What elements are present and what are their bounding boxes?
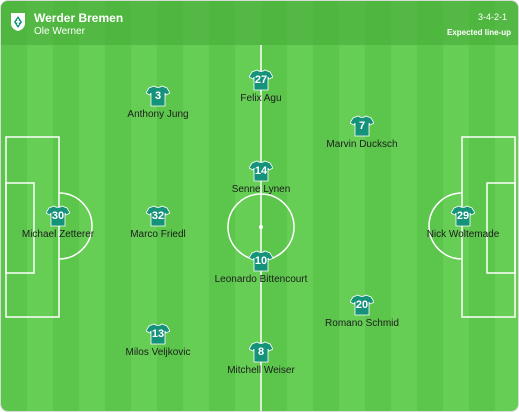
shirt-number: 14 [254,165,268,177]
coach-name[interactable]: Ole Werner [34,26,85,37]
jersey-icon: 29 [451,205,475,227]
player-name: Anthony Jung [127,109,189,120]
jersey-icon: 7 [350,115,374,137]
player-name: Romano Schmid [325,318,399,329]
formation-label: 3-4-2-1 [477,12,507,22]
team-name[interactable]: Werder Bremen [34,11,124,25]
shirt-number: 7 [358,120,366,132]
jersey-icon: 32 [146,205,170,227]
jersey-icon: 3 [146,85,170,107]
shirt-number: 27 [254,74,268,86]
shirt-number: 10 [254,255,268,267]
shirt-number: 30 [51,210,65,222]
shirt-number: 20 [355,299,369,311]
jersey-icon: 8 [249,341,273,363]
team-header: Werder Bremen Ole Werner 3-4-2-1 Expecte… [1,1,518,45]
werder-bremen-crest-icon [11,13,25,31]
player-name: Milos Veljkovic [125,347,191,358]
shirt-number: 32 [151,210,165,222]
jersey-icon: 20 [350,294,374,316]
player-name: Marvin Ducksch [326,139,398,150]
player-name: Marco Friedl [130,229,186,240]
jersey-icon: 10 [249,250,273,272]
player-name: Michael Zetterer [21,229,95,240]
jersey-icon: 13 [146,323,170,345]
lineup-status-label: Expected line-up [446,28,511,37]
player-name: Felix Agu [240,93,282,104]
shirt-number: 8 [257,346,265,358]
jersey-icon: 27 [249,69,273,91]
player-name: Senne Lynen [231,184,291,195]
shirt-number: 13 [151,328,165,340]
shirt-number: 29 [456,210,470,222]
shirt-number: 3 [154,90,162,102]
jersey-icon: 14 [249,160,273,182]
player-name: Leonardo Bittencourt [214,274,308,285]
player-name: Mitchell Weiser [227,365,295,376]
player-name: Nick Woltemade [426,229,500,240]
jersey-icon: 30 [46,205,70,227]
